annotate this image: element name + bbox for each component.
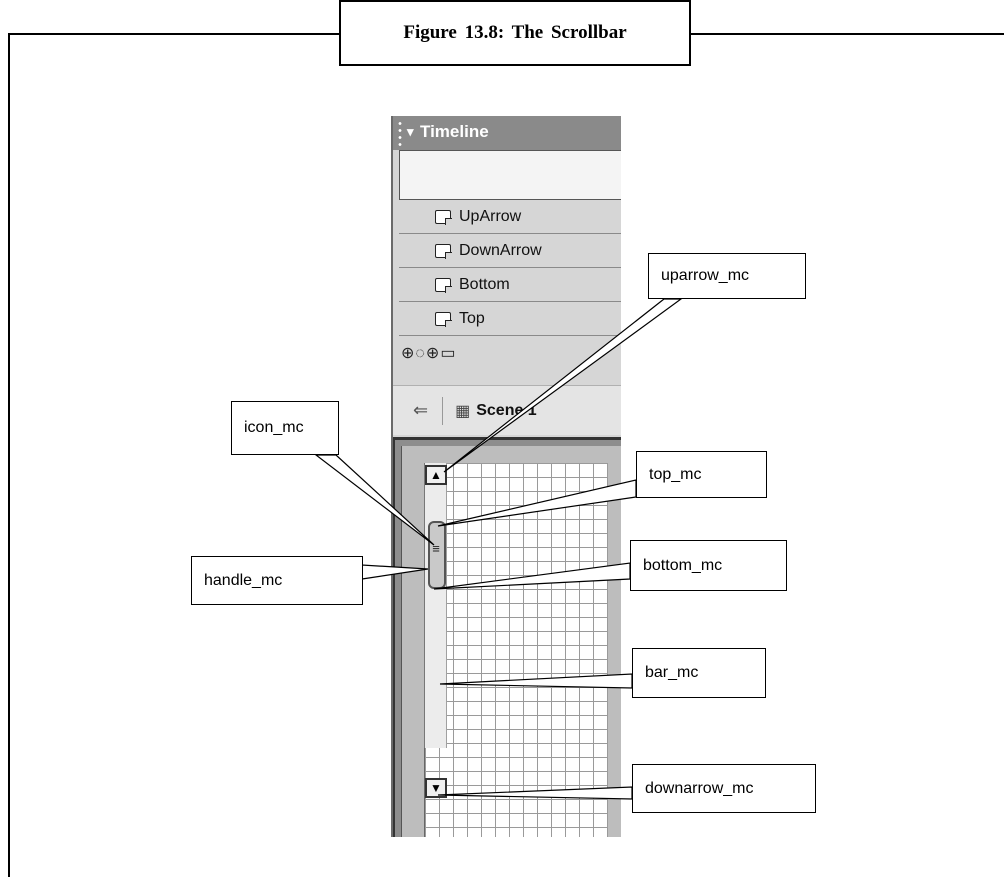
layer-label: UpArrow <box>459 207 522 225</box>
layer-row-bottom[interactable]: Bottom <box>399 268 621 302</box>
scene-separator <box>442 396 444 425</box>
figure-frame-top-right <box>690 33 1004 35</box>
leader-handle <box>361 564 429 580</box>
figure-caption: Figure 13.8: The Scrollbar <box>339 0 691 66</box>
leader-bottom <box>433 562 631 590</box>
layer-row-uparrow[interactable]: UpArrow <box>399 200 621 234</box>
clapper-icon: ▦ <box>455 402 471 420</box>
layer-row-downarrow[interactable]: DownArrow <box>399 234 621 268</box>
callout-bar-mc: bar_mc <box>632 648 766 698</box>
figure-frame-left <box>8 33 10 877</box>
figure-frame-top-left <box>8 33 340 35</box>
leader-uparrow <box>443 298 683 473</box>
layer-icon <box>435 209 452 225</box>
layer-label: Bottom <box>459 275 510 293</box>
layer-icon <box>435 243 452 259</box>
layer-label: Top <box>459 309 485 327</box>
timeline-ruler <box>399 150 621 200</box>
layer-label: DownArrow <box>459 241 542 259</box>
scroll-down-arrow-icon[interactable]: ▼ <box>425 778 447 798</box>
stage-grid <box>424 463 608 837</box>
leader-downarrow <box>437 786 633 800</box>
callout-uparrow-mc: uparrow_mc <box>648 253 806 299</box>
layer-row-top[interactable]: Top <box>399 302 621 336</box>
timeline-title: Timeline <box>420 122 489 141</box>
layer-icon <box>435 277 452 293</box>
timeline-header[interactable] <box>393 116 621 150</box>
layer-icon <box>435 311 452 327</box>
leader-icon <box>314 454 435 546</box>
leader-bar <box>439 673 633 689</box>
scroll-up-arrow-icon[interactable]: ▲ <box>425 465 447 485</box>
layer-tools-icon[interactable]: ⊕◌⊕▭ <box>399 336 621 370</box>
callout-icon-mc: icon_mc <box>231 401 339 455</box>
callout-handle-mc: handle_mc <box>191 556 363 605</box>
collapse-arrow-icon[interactable]: ▾ <box>407 124 414 139</box>
leader-top <box>437 479 637 527</box>
back-arrow-icon[interactable]: ⇐ <box>413 400 429 420</box>
handle-grip-icon: ≡ <box>432 541 440 556</box>
callout-top-mc: top_mc <box>636 451 767 498</box>
callout-bottom-mc: bottom_mc <box>630 540 787 591</box>
panel-grip-icon[interactable] <box>397 120 403 146</box>
callout-downarrow-mc: downarrow_mc <box>632 764 816 813</box>
